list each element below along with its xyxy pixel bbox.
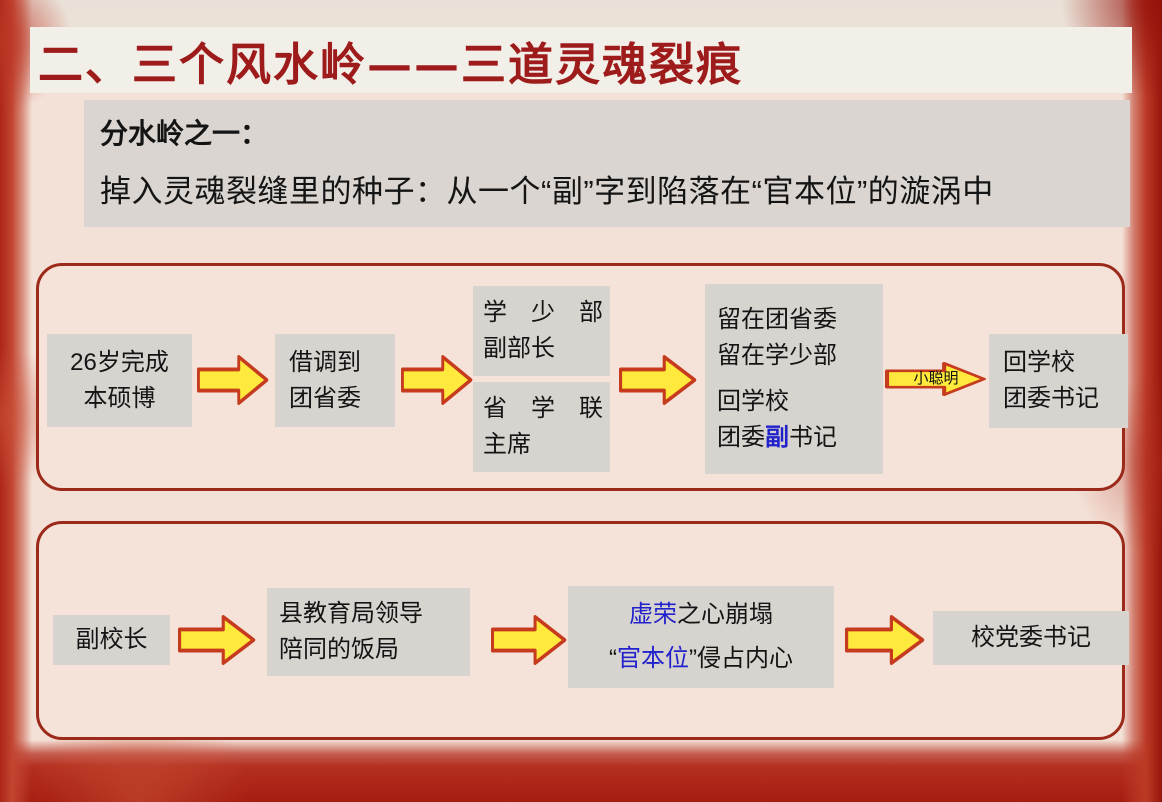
arrow-right-icon bbox=[178, 614, 256, 666]
flow1-node-start: 26岁完成 本硕博 bbox=[47, 334, 192, 427]
option-group-stay: 留在团省委 留在学少部 bbox=[717, 302, 837, 374]
node-line: 团委书记 bbox=[1003, 385, 1099, 412]
node-line: 副校长 bbox=[75, 626, 148, 653]
arrow-right-icon bbox=[845, 614, 925, 666]
node-line: 回学校 bbox=[717, 388, 789, 415]
flow1-node-deputy-head: 学 少 部 副部长 bbox=[473, 286, 610, 376]
node-line: 虚荣之心崩塌 bbox=[629, 593, 773, 637]
node-line: 主席 bbox=[483, 431, 531, 458]
flow-panel-2: 副校长 县教育局领导 陪同的饭局 虚荣之心崩塌 “官本位”侵占内心 校党委书记 bbox=[36, 521, 1129, 740]
node-line: 本硕博 bbox=[83, 384, 156, 412]
highlight-deputy-char: 副 bbox=[765, 424, 789, 451]
arrow-right-icon bbox=[491, 614, 567, 666]
arrow-label: 小聪明 bbox=[913, 370, 959, 387]
option-group-return: 回学校 团委副书记 bbox=[717, 384, 837, 456]
node-line: 县教育局领导 bbox=[279, 600, 423, 627]
intro-heading: 分水岭之一： bbox=[100, 118, 269, 149]
node-line: 团委副书记 bbox=[717, 420, 837, 456]
node-line: 借调到 bbox=[289, 348, 361, 376]
node-line: 陪同的饭局 bbox=[279, 636, 399, 663]
labeled-arrow: 小聪明 bbox=[885, 362, 987, 396]
node-line: 留在学少部 bbox=[717, 342, 837, 369]
slide-title: 二、三个风水岭——三道灵魂裂痕 bbox=[38, 37, 744, 91]
node-line-part: 书记 bbox=[789, 424, 837, 451]
flow2-node-banquet: 县教育局领导 陪同的饭局 bbox=[267, 588, 470, 676]
highlight-vanity: 虚荣 bbox=[629, 601, 677, 628]
node-line: “官本位”侵占内心 bbox=[609, 637, 793, 681]
node-line: 回学校 bbox=[1003, 349, 1075, 376]
flow2-node-collapse: 虚荣之心崩塌 “官本位”侵占内心 bbox=[568, 586, 834, 688]
flow1-node-options: 留在团省委 留在学少部 回学校 团委副书记 bbox=[705, 284, 883, 474]
flow-panel-1: 26岁完成 本硕博 借调到 团省委 学 少 部 副部长 省 学 联 主席 留在团… bbox=[36, 263, 1128, 491]
node-line-part: 之心崩塌 bbox=[677, 601, 773, 628]
flow1-node-federation-chair: 省 学 联 主席 bbox=[473, 382, 610, 472]
node-line: 校党委书记 bbox=[971, 624, 1091, 651]
flow1-node-end: 回学校 团委书记 bbox=[989, 334, 1128, 428]
highlight-officialdom: 官本位 bbox=[617, 645, 689, 672]
node-line-part: ”侵占内心 bbox=[689, 645, 793, 672]
arrow-right-icon bbox=[619, 354, 697, 406]
node-line: 团省委 bbox=[289, 384, 361, 412]
flow2-node-end: 校党委书记 bbox=[933, 611, 1129, 665]
node-line: 学 少 部 bbox=[483, 299, 603, 326]
node-line-part: “ bbox=[609, 645, 617, 672]
node-line-part: 团委 bbox=[717, 424, 765, 451]
flow2-node-start: 副校长 bbox=[53, 615, 170, 665]
flow1-node-secondment: 借调到 团省委 bbox=[275, 334, 395, 427]
arrow-right-icon bbox=[401, 354, 473, 406]
node-line: 副部长 bbox=[483, 335, 555, 362]
title-bar: 二、三个风水岭——三道灵魂裂痕 bbox=[30, 27, 1132, 93]
node-line: 省 学 联 bbox=[483, 395, 603, 422]
arrow-right-icon bbox=[197, 354, 269, 406]
node-line: 26岁完成 bbox=[70, 348, 169, 376]
node-line: 留在团省委 bbox=[717, 306, 837, 333]
intro-box: 分水岭之一： 掉入灵魂裂缝里的种子：从一个“副”字到陷落在“官本位”的漩涡中 bbox=[84, 100, 1130, 227]
intro-body: 掉入灵魂裂缝里的种子：从一个“副”字到陷落在“官本位”的漩涡中 bbox=[100, 174, 994, 209]
